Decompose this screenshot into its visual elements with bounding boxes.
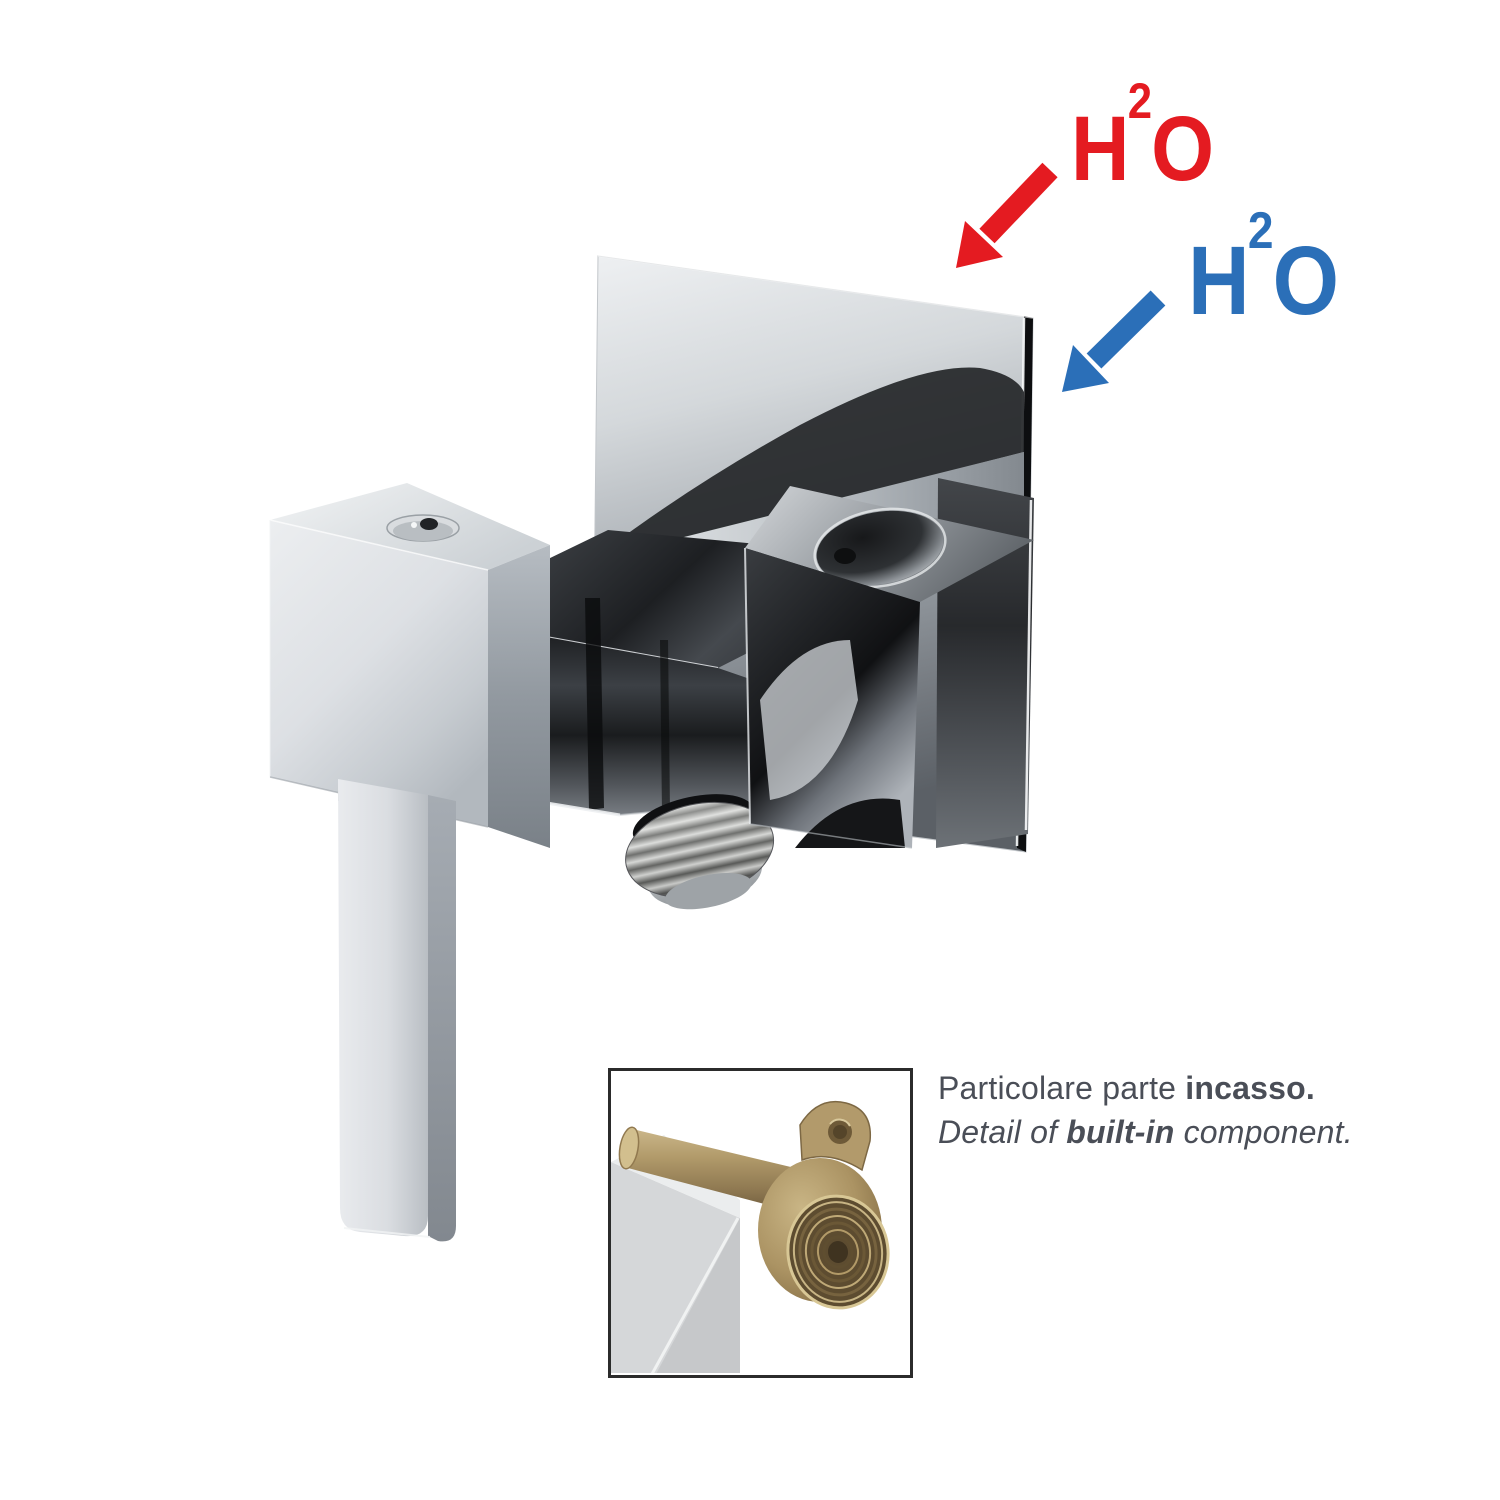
cold-water-formula-sup: 2 [1247, 202, 1274, 261]
outlet-thread [625, 794, 775, 910]
inset-caption: Particolare parte incasso. Detail of bui… [938, 1066, 1418, 1154]
hot-water-formula-o: O [1151, 98, 1214, 200]
shower-holder [744, 478, 1034, 849]
lever-front [338, 779, 428, 1237]
handle-lever [269, 483, 550, 1242]
hot-water-formula-h: H [1071, 98, 1129, 200]
cold-water-arrow-icon [1062, 290, 1166, 392]
threaded-opening [786, 1194, 890, 1310]
handle-screw [386, 514, 460, 542]
inset-detail-box [608, 1068, 913, 1378]
cold-water-formula-o: O [1272, 226, 1339, 335]
cold-water-formula-h: H [1188, 226, 1250, 335]
caption-line-italian: Particolare parte incasso. [938, 1070, 1315, 1106]
plate-reflection [612, 367, 1024, 558]
hot-water-label: H2O [1071, 76, 1214, 195]
hot-water-formula-sup: 2 [1127, 72, 1152, 129]
built-in-component-drawing [611, 1101, 890, 1373]
holder-hole [816, 510, 944, 586]
lever-side [428, 795, 456, 1242]
cold-water-label: H2O [1188, 205, 1339, 329]
caption-line-english: Detail of built-in component. [938, 1114, 1353, 1150]
hot-water-arrow-icon [956, 162, 1058, 268]
